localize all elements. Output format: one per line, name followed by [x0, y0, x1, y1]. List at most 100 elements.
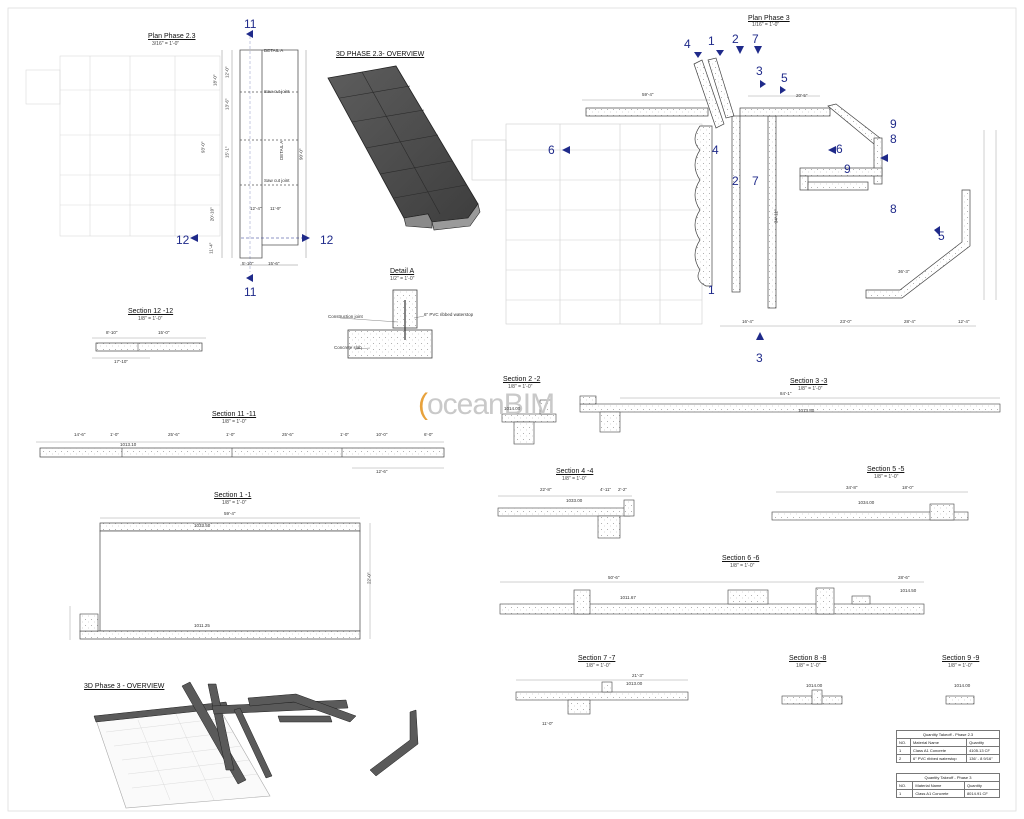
section-6-6-title: Section 6 -6 — [722, 555, 760, 562]
quantity-takeoff-phase-2-3: Quantity Takeoff - Phase 2.3 NO. Materia… — [896, 730, 1000, 763]
qto2-title: Quantity Takeoff - Phase 3 — [896, 773, 1000, 782]
3d-phase-3-title: 3D Phase 3 - OVERVIEW — [84, 683, 165, 690]
dim-p23-k: 12'-4" — [250, 206, 262, 211]
marker-1-bottom: 1 — [708, 283, 715, 297]
3d-phase-2-3-title: 3D PHASE 2.3- OVERVIEW — [336, 51, 425, 58]
elev-s44: 1033.00 — [566, 498, 583, 503]
section-4-4-scale: 1/8" = 1'-0" — [562, 476, 587, 482]
dim-s1111-c: 25'-6" — [168, 432, 180, 437]
table-row: 1 Class A1 Concrete 8014.91 CF — [895, 789, 1001, 798]
dim-s1111-d: 1'-0" — [226, 432, 235, 437]
section-6-6-scale: 1/8" = 1'-0" — [730, 563, 755, 569]
dim-p23-b: 12'-0" — [224, 66, 230, 78]
marker-5-right: 5 — [938, 229, 945, 243]
marker-6-left: 6 — [548, 143, 555, 157]
dim-p3-a: 59'-4" — [642, 92, 654, 97]
dim-s44-b: 4'-11" — [600, 487, 612, 492]
marker-9-bottom: 9 — [844, 162, 851, 176]
dim-s55-b: 18'-0" — [902, 485, 914, 490]
table-row: 2 6" PVC ribbed waterstop 136' - 8 9/16" — [896, 754, 1000, 763]
dim-s66-b: 28'-6" — [898, 575, 910, 580]
elev-s11-top: 1033.50 — [194, 523, 211, 528]
dim-s11-height: 22'-0" — [366, 572, 372, 584]
marker-5-top: 5 — [781, 71, 788, 85]
quantity-takeoff-phase-3: Quantity Takeoff - Phase 3 NO. Material … — [895, 773, 1001, 798]
detail-a-title: Detail A — [390, 268, 415, 275]
dim-p23-c: 13'-6" — [224, 98, 230, 110]
marker-7-top: 7 — [752, 32, 759, 46]
dim-s1111-i: 12'-6" — [376, 469, 388, 474]
qto1-header-material: Material Name — [909, 738, 968, 747]
saw-cut-joint-2: Saw cut joint — [264, 178, 290, 183]
section-8-8-scale: 1/8" = 1'-0" — [796, 663, 821, 669]
elev-s77: 1013.00 — [626, 681, 643, 686]
section-2-2-title: Section 2 -2 — [503, 376, 541, 383]
watermark-accent: ( — [418, 388, 428, 421]
dim-p3-c: 34'-11" — [773, 209, 779, 224]
qto2-cell: 1 — [895, 789, 914, 798]
marker-7-mid: 7 — [752, 174, 759, 188]
elev-s88: 1014.00 — [806, 683, 823, 688]
dim-p23-l: 11'-9" — [270, 206, 282, 211]
marker-11-top: 11 — [244, 17, 257, 31]
saw-cut-joint-1: Saw cut joint — [264, 89, 290, 94]
dim-s1212-a: 8'-10" — [106, 330, 118, 335]
elev-s66-b: 1014.50 — [900, 588, 917, 593]
section-3-3-title: Section 3 -3 — [790, 378, 828, 385]
section-9-9-scale: 1/8" = 1'-0" — [948, 663, 973, 669]
dim-s77-b: 11'-0" — [542, 721, 554, 726]
qto2-cell: 8014.91 CF — [963, 789, 1001, 798]
watermark-bim: BIM — [503, 388, 555, 421]
section-12-12-title: Section 12 -12 — [128, 308, 174, 315]
dim-s44-a: 22'-8" — [540, 487, 552, 492]
qto2-cell: Class A1 Concrete — [912, 789, 965, 798]
dim-p3-f: 28'-4" — [904, 319, 916, 324]
detail-a-vertical-label: DETAIL A — [279, 140, 284, 160]
construction-joint-note: Construction joint — [328, 314, 363, 319]
dim-p3-d: 36'-3" — [898, 269, 910, 274]
elev-s33: 1013.50 — [798, 408, 815, 413]
section-4-4-title: Section 4 -4 — [556, 468, 594, 475]
detail-a-tag: DETAIL A — [264, 48, 284, 53]
section-3-3-scale: 1/8" = 1'-0" — [798, 386, 823, 392]
dim-p3-h: 12'-4" — [958, 319, 970, 324]
qto2-header-quantity: Quantity — [963, 781, 1001, 790]
marker-3-bottom: 3 — [756, 351, 763, 365]
qto1-cell: 136' - 8 9/16" — [966, 754, 1000, 763]
marker-2-mid: 2 — [732, 174, 739, 188]
dim-s1111-f: 1'-0" — [340, 432, 349, 437]
dim-s11-width: 59'-4" — [224, 511, 236, 516]
dim-s1212-b: 15'-0" — [158, 330, 170, 335]
dim-p23-f: 93'-0" — [200, 141, 206, 153]
qto2-header-material: Material Name — [912, 781, 965, 790]
marker-1-top: 1 — [708, 34, 715, 48]
dim-p23-d: 15'-1" — [224, 146, 230, 158]
dim-s1111-a: 14'-6" — [74, 432, 86, 437]
marker-8-bottom: 8 — [890, 202, 897, 216]
elev-s55: 1034.00 — [858, 500, 875, 505]
qto1-cell: 4105.13 CF — [966, 746, 1000, 755]
marker-12-left: 12 — [176, 233, 190, 247]
elev-s11-bottom: 1011.25 — [194, 623, 210, 628]
dim-s66-a: 50'-6" — [608, 575, 620, 580]
qto1-cell: 1 — [896, 746, 911, 755]
marker-4-top: 4 — [684, 37, 691, 51]
plan-phase-3-title: Plan Phase 3 — [748, 15, 790, 22]
section-5-5-scale: 1/8" = 1'-0" — [874, 474, 899, 480]
section-11-11-title: Section 11 -11 — [212, 411, 257, 418]
marker-12-right: 12 — [320, 233, 334, 247]
plan-phase-2-3-scale: 3/16" = 1'-0" — [152, 41, 180, 47]
section-2-2-scale: 1/8" = 1'-0" — [508, 384, 533, 390]
section-8-8-title: Section 8 -8 — [789, 655, 827, 662]
plan-phase-2-3-title: Plan Phase 2.3 — [148, 33, 196, 40]
dim-p3-g: 16'-4" — [742, 319, 754, 324]
qto1-title: Quantity Takeoff - Phase 2.3 — [896, 730, 1000, 739]
section-7-7-title: Section 7 -7 — [578, 655, 616, 662]
qto1-header-no: NO. — [896, 738, 911, 747]
section-1-1-title: Section 1 -1 — [214, 492, 252, 499]
dim-s1111-b: 1'-0" — [110, 432, 119, 437]
dim-s77-a: 21'-3" — [632, 673, 644, 678]
marker-8-top: 8 — [890, 132, 897, 146]
